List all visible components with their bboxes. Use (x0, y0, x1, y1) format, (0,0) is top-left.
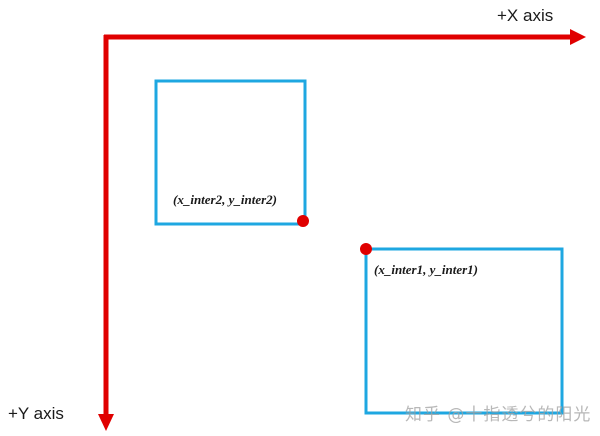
y-axis-label: +Y axis (8, 404, 64, 423)
point-1-label: (x_inter1, y_inter1) (374, 262, 478, 277)
watermark: 知乎 @十指透兮的阳光 (405, 405, 592, 425)
bounding-box-1 (364, 247, 564, 415)
x-axis-label: +X axis (497, 6, 554, 25)
bounding-box-2 (154, 79, 307, 226)
y-axis-arrow (98, 35, 114, 431)
point-2-label: (x_inter2, y_inter2) (173, 192, 277, 207)
intersection-point-1 (360, 243, 372, 255)
x-axis-arrow (104, 29, 586, 45)
intersection-point-2 (297, 215, 309, 227)
